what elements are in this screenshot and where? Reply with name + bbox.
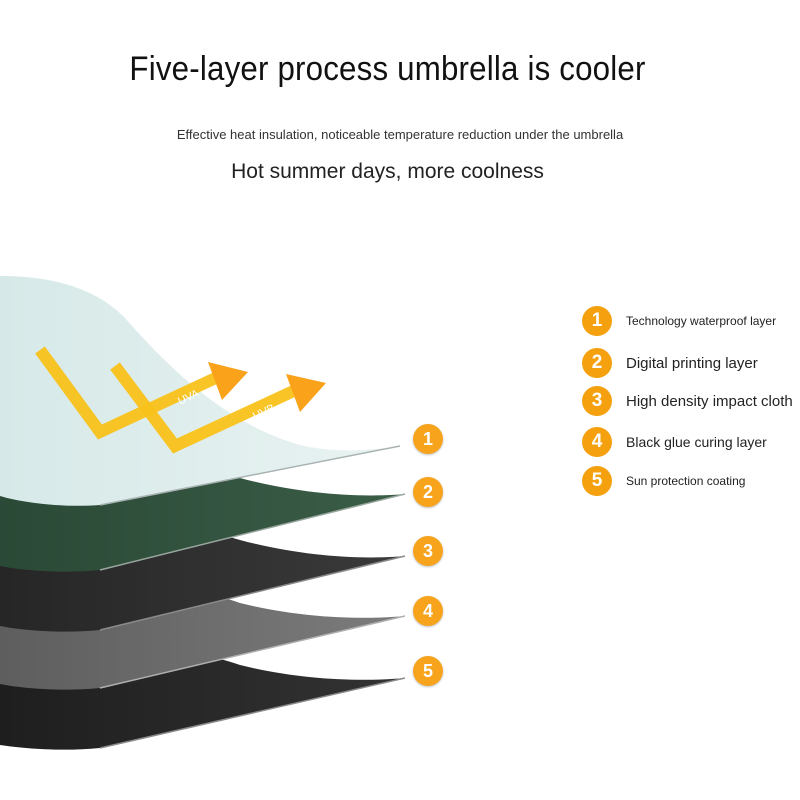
layer-4-edge [99, 615, 406, 689]
legend-label-2: Digital printing layer [626, 354, 758, 372]
layer-1-edge [99, 445, 401, 506]
uva-arrow-icon [35, 346, 248, 440]
layer-callout-2: 2 [413, 477, 443, 507]
legend-number-1: 1 [582, 306, 612, 336]
legend-label-3: High density impact cloth [626, 392, 793, 410]
layer-callout-3: 3 [413, 536, 443, 566]
layer-1-sheet [0, 276, 400, 506]
layer-3-edge [99, 555, 406, 631]
legend-label-4: Black glue curing layer [626, 434, 767, 450]
legend-item-3: 3 High density impact cloth [582, 386, 793, 416]
legend-item-4: 4 Black glue curing layer [582, 427, 767, 457]
legend-number-2: 2 [582, 348, 612, 378]
page-subtitle: Effective heat insulation, noticeable te… [176, 127, 624, 142]
layer-callout-1: 1 [413, 424, 443, 454]
legend-item-1: 1 Technology waterproof layer [582, 306, 776, 336]
layer-callout-5: 5 [413, 656, 443, 686]
legend-number-4: 4 [582, 427, 612, 457]
legend-number-5: 5 [582, 466, 612, 496]
page-tagline: Hot summer days, more coolness [231, 160, 544, 183]
layer-5-edge [99, 677, 406, 749]
page-title: Five-layer process umbrella is cooler [129, 50, 646, 88]
legend-item-2: 2 Digital printing layer [582, 348, 758, 378]
legend-label-1: Technology waterproof layer [626, 314, 777, 328]
layer-callout-4: 4 [413, 596, 443, 626]
legend-number-3: 3 [582, 386, 612, 416]
uvb-arrow-icon [110, 362, 326, 454]
layer-2-edge [99, 493, 406, 571]
legend-label-5: Sun protection coating [626, 474, 746, 488]
legend-item-5: 5 Sun protection coating [582, 466, 745, 496]
